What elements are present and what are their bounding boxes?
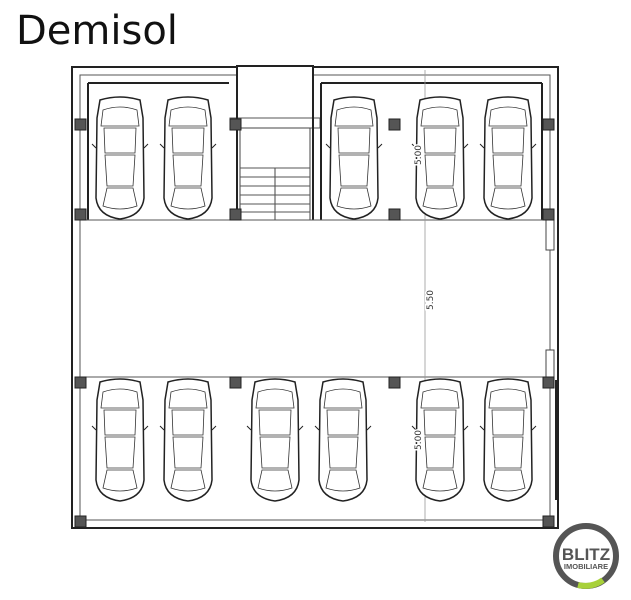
dimension-top: 5.00	[414, 145, 424, 165]
car-icon	[159, 378, 217, 502]
dimension-bottom: 5.00	[414, 430, 424, 450]
car-icon	[314, 378, 372, 502]
car-icon	[325, 96, 383, 220]
inner-wall	[79, 74, 551, 521]
car-icon	[91, 378, 149, 502]
blitz-logo: BLITZ IMOBILIARE	[553, 523, 619, 589]
car-icon	[91, 96, 149, 220]
svg-text:BLITZ: BLITZ	[562, 545, 610, 564]
car-icon	[246, 378, 304, 502]
car-icon	[159, 96, 217, 220]
car-icon	[479, 96, 537, 220]
page-title: Demisol	[16, 8, 178, 54]
parking-bottom-row	[91, 378, 537, 502]
dimension-aisle: 5.50	[426, 290, 436, 310]
car-icon	[479, 378, 537, 502]
outer-wall	[71, 66, 559, 529]
svg-text:IMOBILIARE: IMOBILIARE	[564, 562, 608, 571]
columns	[74, 118, 555, 528]
stair-core	[229, 65, 321, 221]
